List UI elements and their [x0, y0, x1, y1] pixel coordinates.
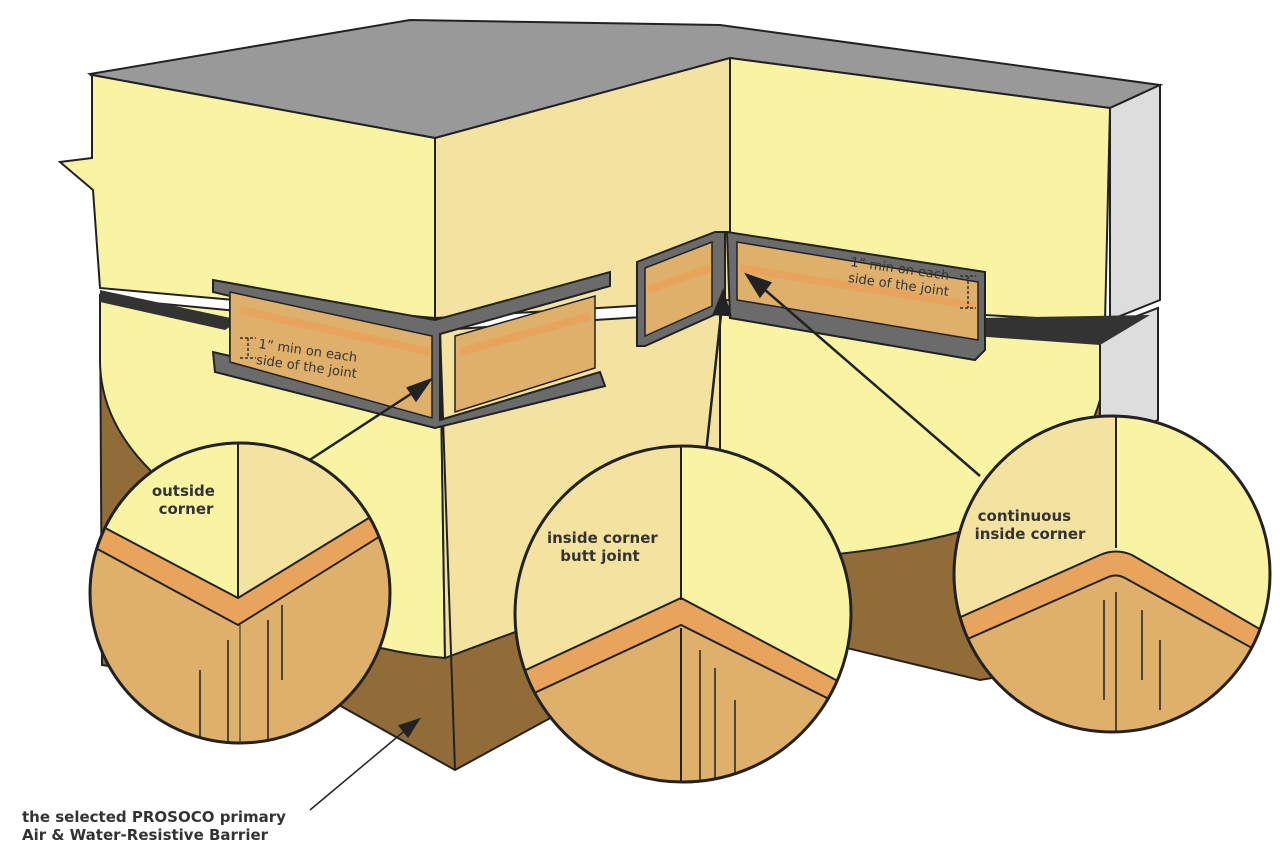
detail-inside-butt [515, 446, 851, 782]
label-barrier-1: the selected PROSOCO primary [22, 808, 286, 826]
svg-text:outside corner: outside corner [152, 482, 220, 518]
svg-text:continuous inside corner: continuous inside corner [975, 507, 1086, 543]
joint-gap-left [100, 290, 240, 330]
label-outside-corner-2: corner [159, 500, 214, 518]
label-continuous-inside-2: inside corner [975, 525, 1086, 543]
label-outside-corner-1: outside [152, 482, 215, 500]
label-barrier-2: Air & Water-Resistive Barrier [22, 826, 269, 844]
label-continuous-inside-1: continuous [978, 507, 1072, 525]
joint-gap-right [960, 315, 1150, 345]
detail-circle-outline-2 [513, 444, 853, 784]
detail-circle-outline-3 [952, 414, 1272, 734]
tape-inside-butt [644, 240, 713, 338]
detail-circle-outline-1 [88, 441, 392, 745]
detail-outside-corner [90, 443, 390, 743]
svg-text:the selected PROSOCO primary: the selected PROSOCO primary Air & Water… [22, 808, 291, 844]
tape-outside-corner-left [229, 291, 433, 419]
label-inside-butt-2: butt joint [560, 547, 639, 565]
wall-end-face [1109, 83, 1161, 322]
detail-continuous-inside [954, 416, 1270, 732]
svg-text:inside corner butt joint: inside corner butt joint [547, 529, 663, 565]
label-inside-butt-1: inside corner [547, 529, 658, 547]
pointer-arrows [304, 272, 981, 811]
